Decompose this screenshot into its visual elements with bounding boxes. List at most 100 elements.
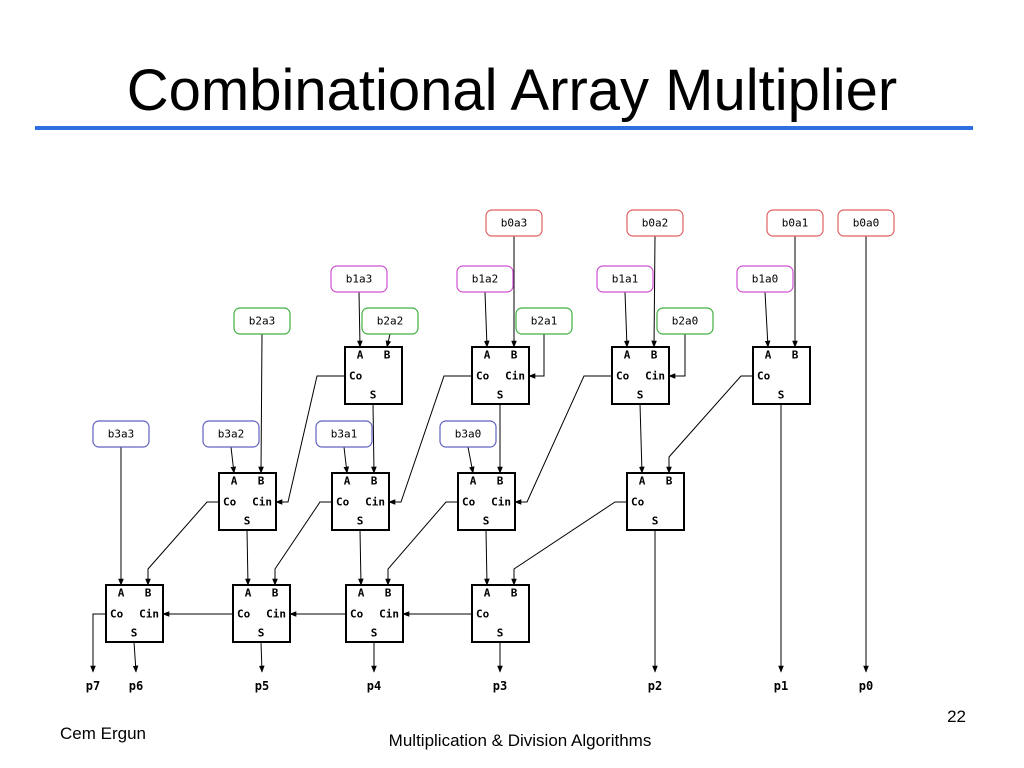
port-a-label: A	[245, 587, 252, 600]
port-b-label: B	[258, 475, 265, 488]
input-b3a0: b3a0	[439, 420, 497, 448]
input-label-b1a3: b1a3	[346, 273, 373, 286]
input-box	[202, 420, 260, 448]
input-box	[626, 209, 684, 237]
port-co-label: Co	[110, 608, 124, 621]
input-box	[596, 265, 654, 293]
input-label-b0a0: b0a0	[853, 217, 880, 230]
wire-b2a3	[258, 333, 264, 474]
output-p5: p5	[255, 679, 269, 693]
wire-b3a2	[230, 446, 237, 474]
input-box	[456, 265, 514, 293]
port-s-label: S	[258, 627, 265, 640]
port-s-label: S	[370, 389, 377, 402]
port-a-label: A	[624, 349, 631, 362]
footer-title: Multiplication & Division Algorithms	[388, 731, 652, 750]
input-label-b0a2: b0a2	[642, 217, 669, 230]
port-co-label: Co	[476, 370, 490, 383]
port-co-label: Co	[462, 496, 476, 509]
port-b-label: B	[651, 349, 658, 362]
port-s-label: S	[371, 627, 378, 640]
wire-carry-r2c0	[145, 501, 219, 586]
wire-b1a1	[623, 291, 630, 348]
input-b3a2: b3a2	[202, 420, 260, 448]
adder-box	[471, 346, 530, 405]
input-b2a2: b2a2	[361, 307, 419, 335]
input-b2a3: b2a3	[233, 307, 291, 335]
port-a-label: A	[484, 587, 491, 600]
port-cin-label: Cin	[365, 496, 385, 509]
output-p7: p7	[86, 679, 100, 693]
port-a-label: A	[231, 475, 238, 488]
input-b2a1: b2a1	[515, 307, 573, 335]
input-box	[92, 420, 150, 448]
wire-sum-r2c2	[484, 529, 490, 586]
adder-box	[626, 472, 685, 531]
port-s-label: S	[497, 627, 504, 640]
port-b-label: B	[497, 475, 504, 488]
port-a-label: A	[344, 475, 351, 488]
input-label-b3a1: b3a1	[331, 428, 358, 441]
wire-b0a2	[651, 235, 657, 348]
wire-carry-r1c0	[275, 375, 345, 505]
wire-b1a0	[764, 291, 771, 348]
output-p0: p0	[859, 679, 873, 693]
adder-box	[344, 346, 403, 405]
port-b-label: B	[666, 475, 673, 488]
port-s-label: S	[652, 515, 659, 528]
port-cin-label: Cin	[645, 370, 665, 383]
input-label-b3a3: b3a3	[108, 428, 135, 441]
port-a-label: A	[357, 349, 364, 362]
input-b0a2: b0a2	[626, 209, 684, 237]
input-b0a3: b0a3	[485, 209, 543, 237]
wire-sum-r1c0	[371, 403, 377, 474]
output-p6: p6	[129, 679, 143, 693]
wire-out-p7	[90, 613, 106, 673]
port-a-label: A	[639, 475, 646, 488]
input-label-b2a3: b2a3	[249, 315, 276, 328]
input-box	[315, 420, 373, 448]
port-cin-label: Cin	[379, 608, 399, 621]
input-label-b2a1: b2a1	[531, 315, 558, 328]
wire-carry-r2c2	[385, 501, 458, 586]
input-box	[233, 307, 291, 335]
wire-b1a2	[483, 291, 490, 348]
port-cin-label: Cin	[266, 608, 286, 621]
input-b3a3: b3a3	[92, 420, 150, 448]
wire-carry-r2c3	[511, 501, 627, 586]
wire-out-p5	[258, 641, 265, 673]
author: Cem Ergun	[60, 724, 146, 743]
port-b-label: B	[272, 587, 279, 600]
input-box	[736, 265, 794, 293]
port-b-label: B	[371, 475, 378, 488]
adder-box	[105, 584, 164, 643]
adder-box	[752, 346, 811, 405]
port-co-label: Co	[349, 370, 363, 383]
input-box	[330, 265, 388, 293]
port-co-label: Co	[237, 608, 251, 621]
wire-b3a1	[343, 446, 350, 474]
input-b1a1: b1a1	[596, 265, 654, 293]
input-box	[361, 307, 419, 335]
port-s-label: S	[357, 515, 364, 528]
title-rule	[35, 126, 973, 130]
wire-b1a3	[357, 291, 363, 348]
port-a-label: A	[484, 349, 491, 362]
wire-carry-r1c1	[388, 375, 472, 505]
adder-box	[345, 584, 404, 643]
port-co-label: Co	[223, 496, 237, 509]
wire-b2a1	[528, 334, 545, 379]
port-b-label: B	[511, 587, 518, 600]
port-cin-label: Cin	[252, 496, 272, 509]
port-s-label: S	[244, 515, 251, 528]
input-b2a0: b2a0	[656, 307, 714, 335]
